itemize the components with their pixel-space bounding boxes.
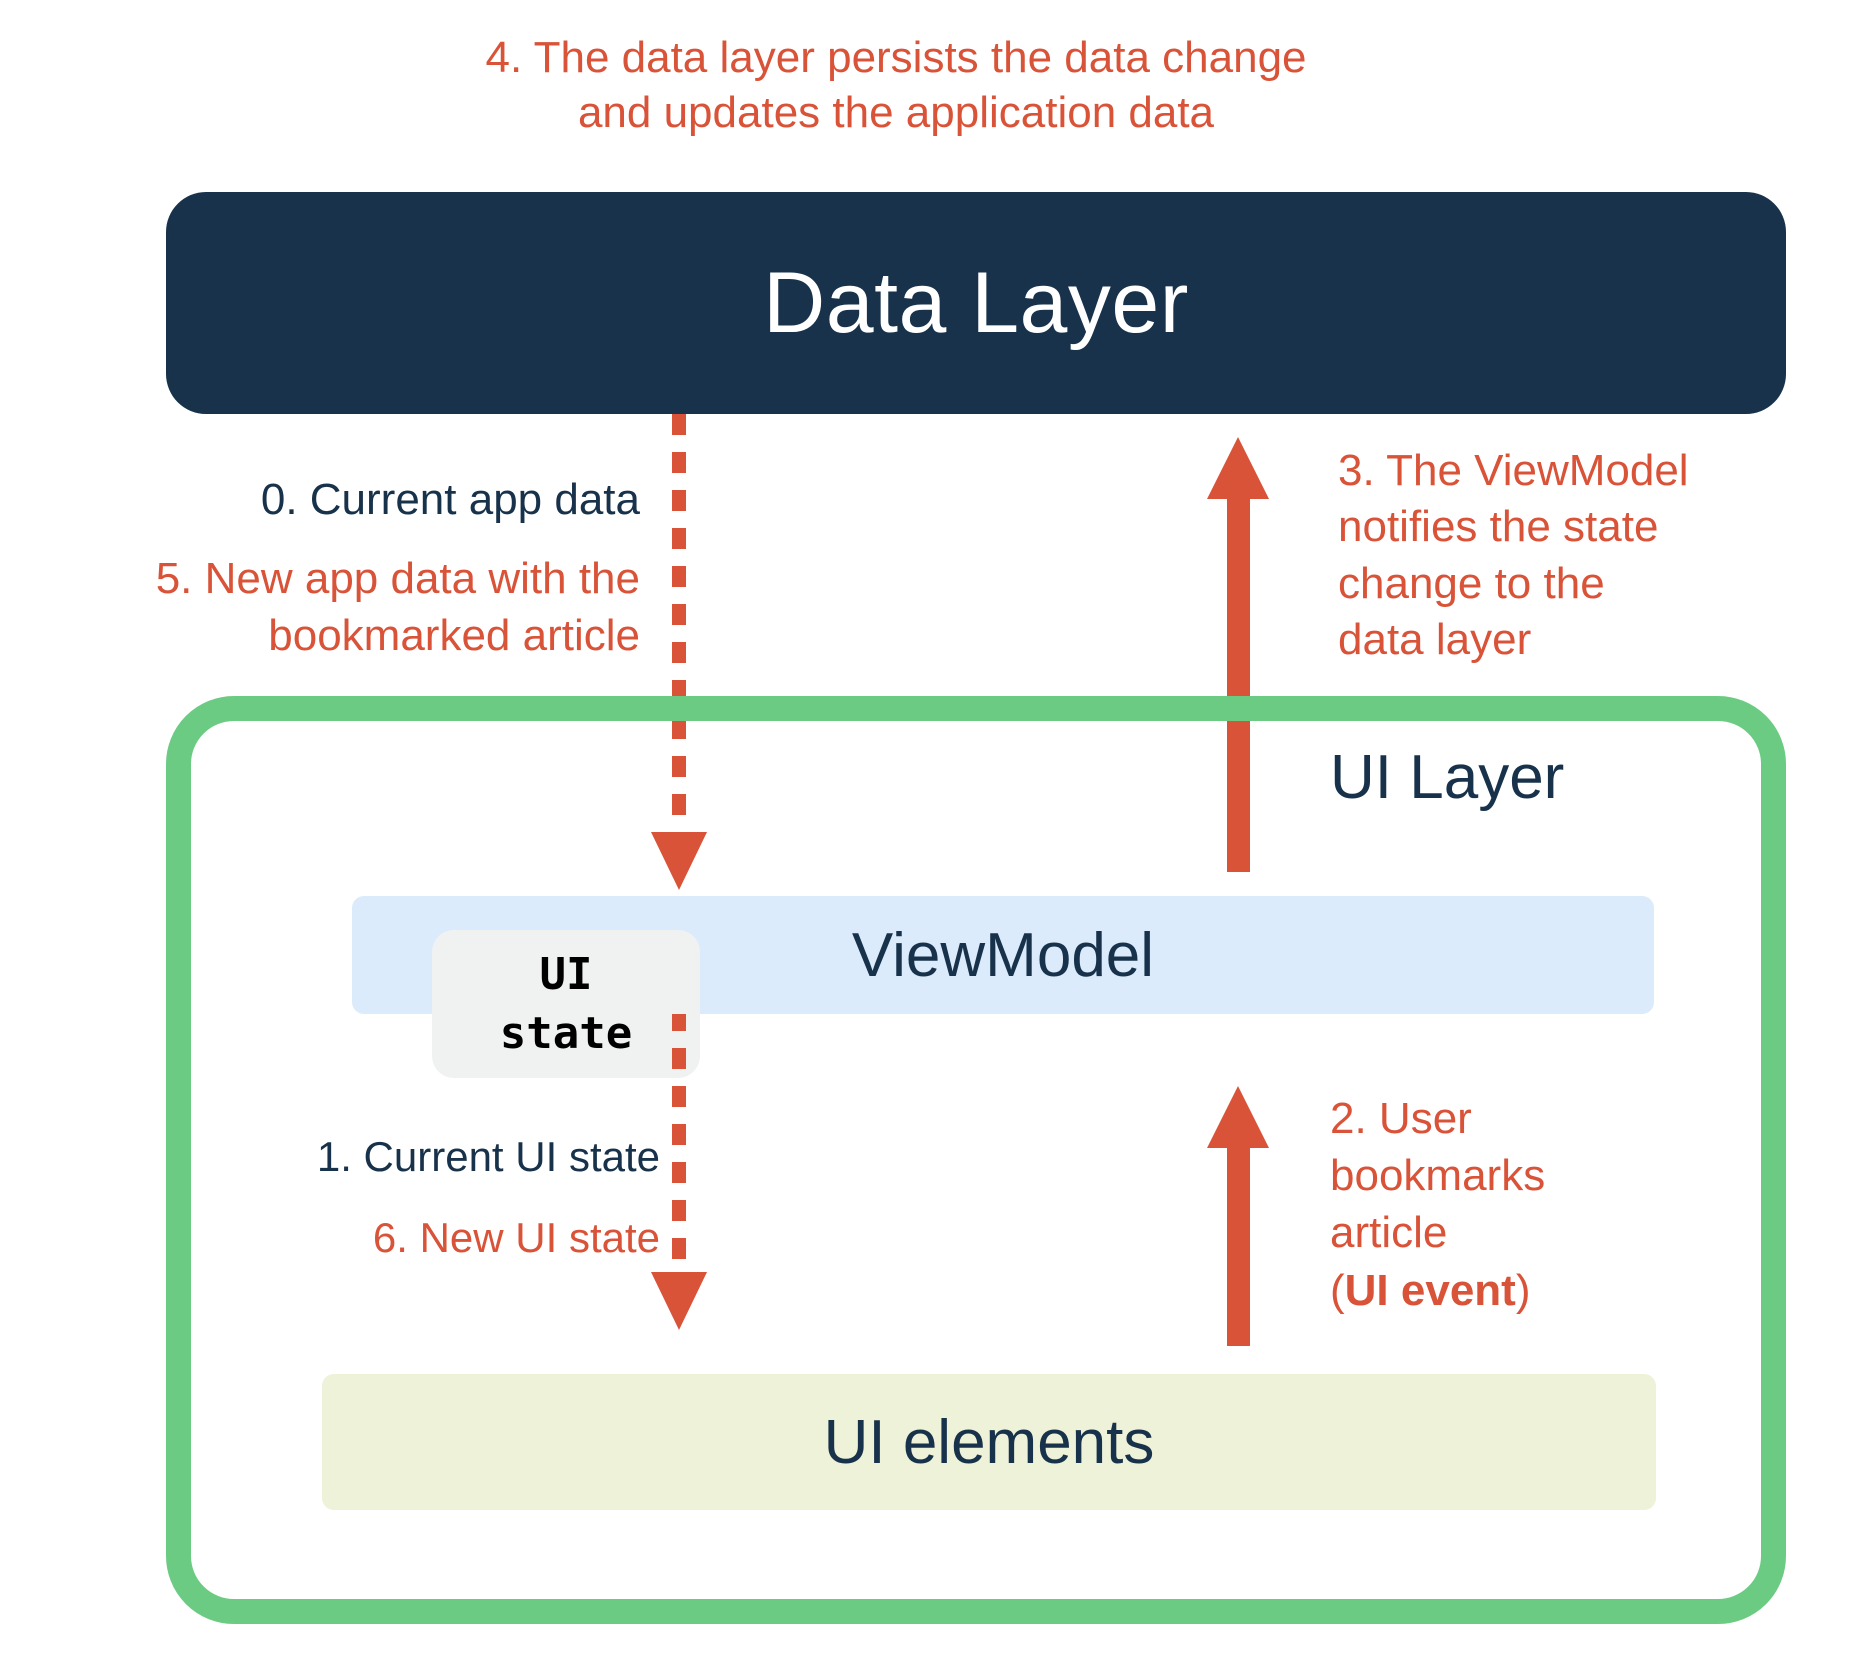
ui-event-bold: UI event xyxy=(1344,1265,1516,1315)
annotation-step-1: 1. Current UI state xyxy=(316,1133,660,1180)
solid-arrow-ui-to-viewmodel-head xyxy=(1207,1086,1269,1148)
paren-open: ( xyxy=(1330,1265,1345,1315)
dotted-arrow-data-to-viewmodel-head xyxy=(651,832,707,890)
annotation-step-6: 6. New UI state xyxy=(372,1214,660,1261)
ui-elements-box: UI elements xyxy=(322,1374,1656,1510)
annotation-step-3: 3. The ViewModel notifies the state chan… xyxy=(1338,443,1808,668)
dotted-arrow-viewmodel-to-ui-line xyxy=(672,1014,686,1272)
annotation-step-3-line-3: change to the xyxy=(1338,558,1605,608)
annotation-step-5: 5. New app data with the bookmarked arti… xyxy=(10,550,640,664)
annotation-step-5-line-2: bookmarked article xyxy=(268,611,640,661)
annotation-step-2-line-1: 2. User xyxy=(1330,1094,1472,1143)
solid-arrow-ui-to-viewmodel-line xyxy=(1227,1146,1250,1346)
ui-state-badge-line-1: UI xyxy=(539,948,593,1000)
dotted-arrow-viewmodel-to-ui-head xyxy=(651,1272,707,1330)
data-layer-box: Data Layer xyxy=(166,192,1786,414)
dotted-arrow-data-to-viewmodel-line xyxy=(672,414,686,832)
annotation-step-2: 2. User bookmarks article (UI event) xyxy=(1330,1090,1660,1319)
solid-arrow-viewmodel-to-data-head xyxy=(1207,437,1269,499)
annotation-step-2-line-4: (UI event) xyxy=(1330,1262,1660,1319)
ui-state-badge: UI state xyxy=(432,930,700,1078)
ui-layer-title: UI Layer xyxy=(1330,743,1565,812)
data-layer-title: Data Layer xyxy=(763,254,1189,351)
annotation-step-5-line-1: 5. New app data with the xyxy=(155,554,640,603)
annotation-step-3-line-2: notifies the state xyxy=(1338,502,1659,552)
paren-close: ) xyxy=(1515,1265,1531,1315)
annotation-step-2-line-3: article xyxy=(1330,1208,1448,1258)
annotation-step-4-line-2: and updates the application data xyxy=(577,88,1215,137)
annotation-step-0: 0. Current app data xyxy=(260,475,640,524)
ui-layer-box xyxy=(166,696,1786,1624)
viewmodel-title: ViewModel xyxy=(851,920,1155,990)
annotation-step-2-line-2: bookmarks xyxy=(1330,1151,1546,1201)
annotation-step-4: 4. The data layer persists the data chan… xyxy=(376,30,1416,140)
annotation-step-4-line-1: 4. The data layer persists the data chan… xyxy=(485,33,1307,82)
solid-arrow-viewmodel-to-data-line xyxy=(1227,497,1250,872)
annotation-step-3-line-1: 3. The ViewModel xyxy=(1338,446,1689,495)
ui-elements-title: UI elements xyxy=(823,1407,1155,1477)
ui-state-badge-line-2: state xyxy=(499,1008,633,1059)
annotation-step-3-line-4: data layer xyxy=(1338,614,1532,664)
